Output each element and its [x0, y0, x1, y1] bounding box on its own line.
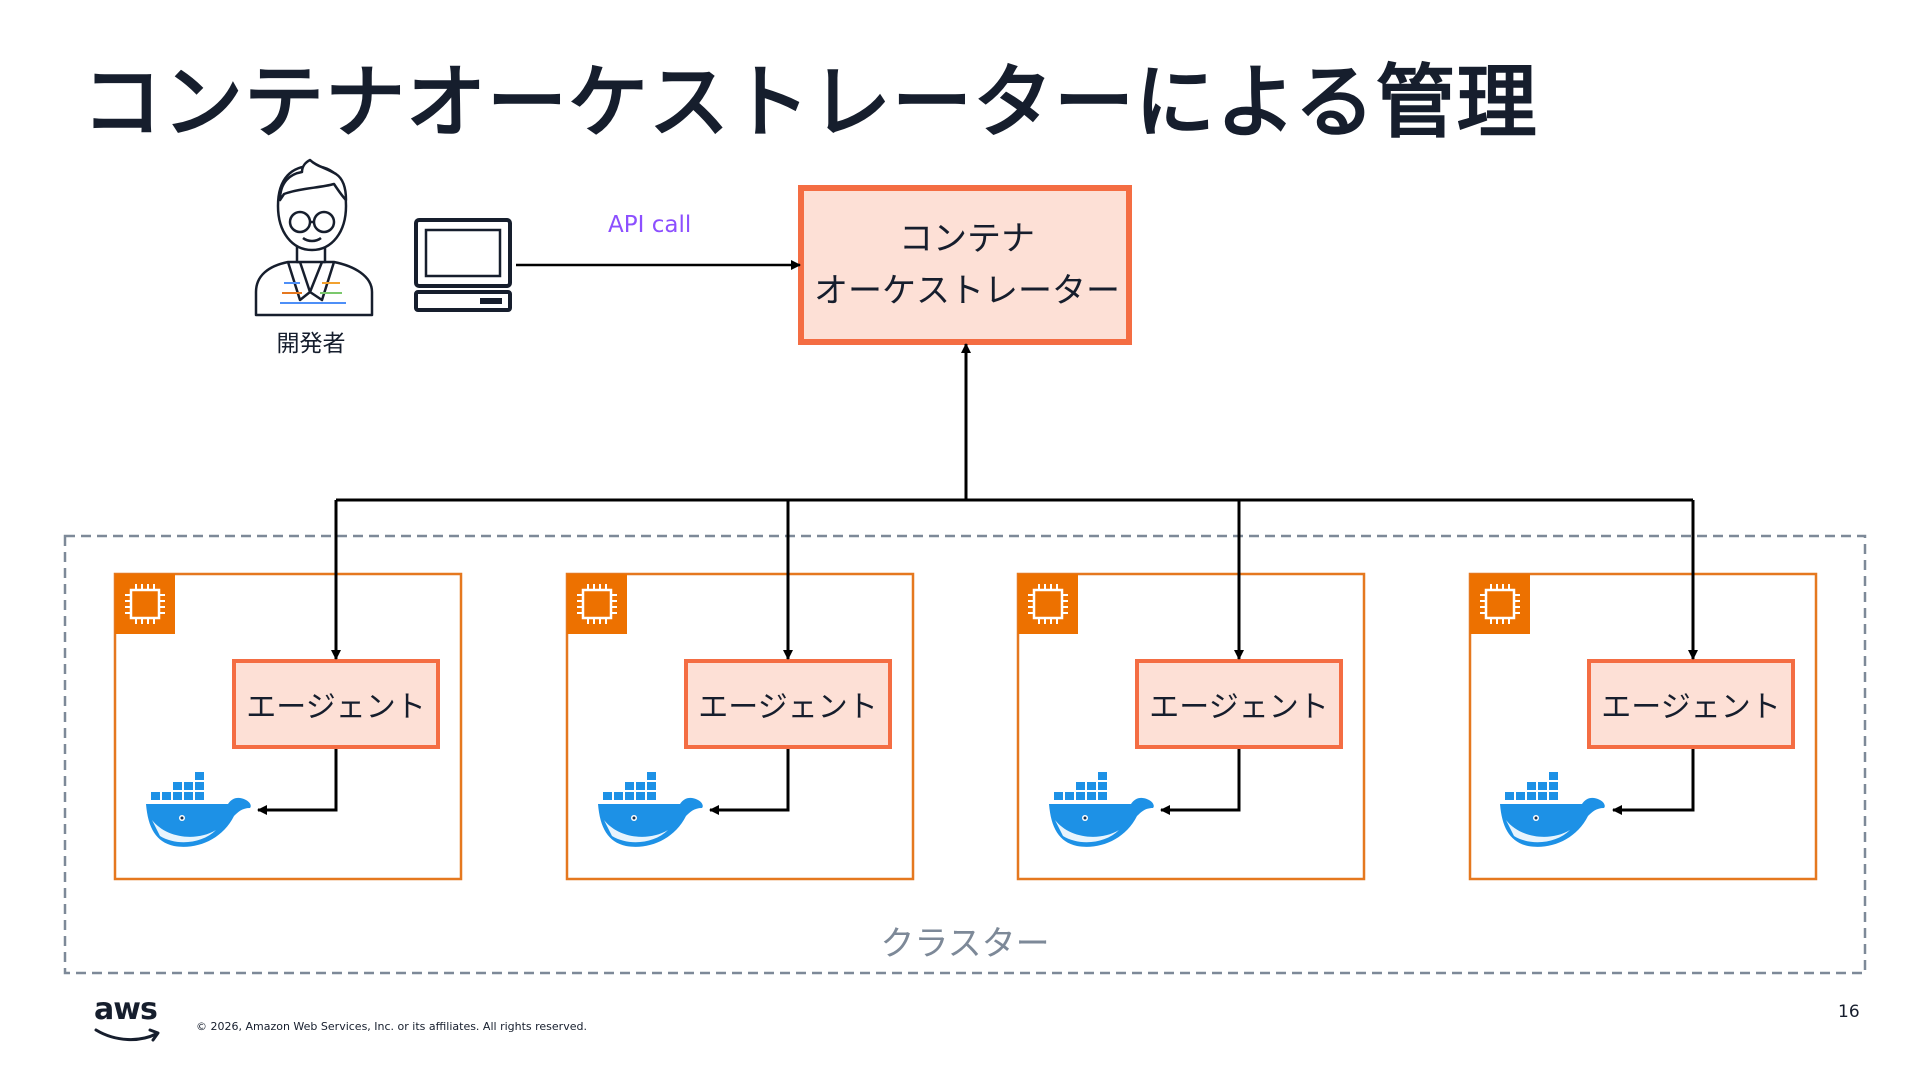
ec2-instance-icon: [565, 572, 629, 636]
agent-box: [1587, 659, 1795, 749]
api-call-label: API call: [608, 212, 692, 238]
ec2-instance-icon: [1468, 572, 1532, 636]
orchestrator-label-line1: コンテナ: [899, 219, 1035, 259]
agent-box: [232, 659, 440, 749]
desktop-computer-icon: [414, 218, 512, 312]
developer-icon: [254, 158, 374, 317]
aws-logo-smile: [94, 1028, 160, 1042]
cluster-boundary: [63, 534, 1867, 975]
agent-label: エージェント: [1149, 690, 1329, 725]
slide-title: コンテナオーケストレーターによる管理: [82, 56, 1538, 149]
agent-label: エージェント: [698, 690, 878, 725]
copyright-notice: © 2026, Amazon Web Services, Inc. or its…: [196, 1020, 587, 1033]
worker-node: [113, 500, 463, 881]
aws-logo: aws: [94, 992, 158, 1027]
orchestrator-box: [798, 185, 1132, 345]
launch-arrow: [1160, 749, 1241, 815]
launch-arrow: [1612, 749, 1695, 815]
docker-whale-icon: [1049, 772, 1154, 847]
agent-box: [684, 659, 892, 749]
agent-label: エージェント: [246, 690, 426, 725]
docker-whale-icon: [146, 772, 251, 847]
agent-label: エージェント: [1601, 690, 1781, 725]
page-number: 16: [1838, 1002, 1860, 1022]
worker-node: [1016, 500, 1366, 881]
cluster-label: クラスター: [880, 924, 1050, 964]
launch-arrow: [709, 749, 790, 815]
worker-node: [1468, 500, 1818, 881]
docker-whale-icon: [1500, 772, 1605, 847]
ec2-instance-icon: [113, 572, 177, 636]
orchestrator-label: コンテナ オーケストレーター: [806, 190, 1128, 340]
orchestrator-label-line2: オーケストレーター: [814, 271, 1120, 311]
ec2-instance-icon: [1016, 572, 1080, 636]
docker-whale-icon: [598, 772, 703, 847]
launch-arrow: [257, 749, 338, 815]
agent-box: [1135, 659, 1343, 749]
worker-node: [565, 500, 915, 881]
developer-label: 開発者: [276, 331, 346, 357]
